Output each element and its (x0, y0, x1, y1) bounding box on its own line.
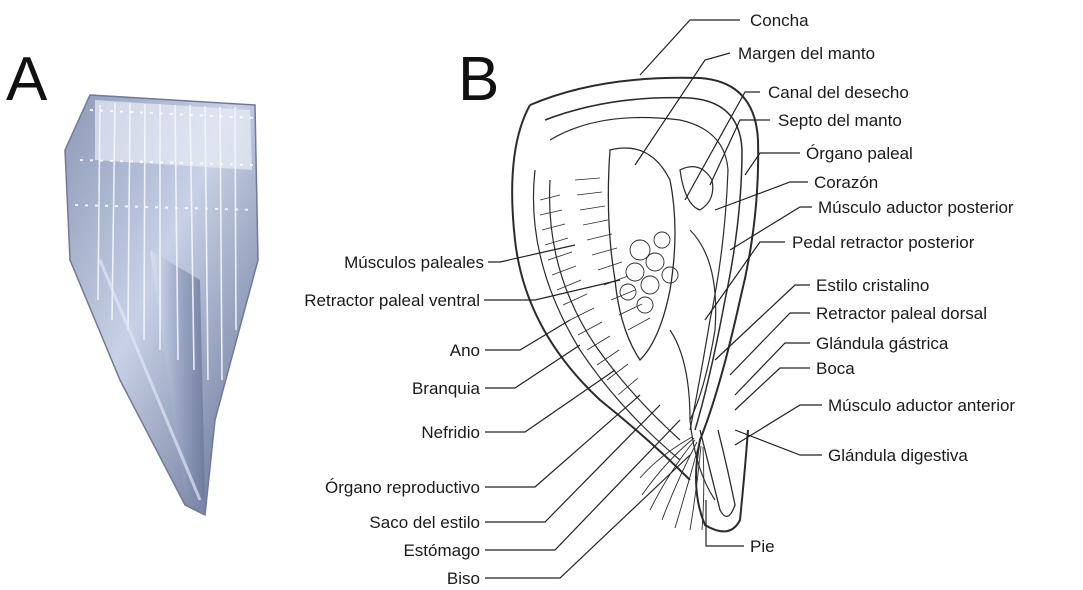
label-canal-desecho: Canal del desecho (768, 83, 909, 102)
label-pie: Pie (750, 537, 775, 556)
label-glandula-digestiva: Glándula digestiva (828, 446, 968, 465)
label-musculos-paleales: Músculos paleales (344, 253, 484, 272)
label-ano: Ano (450, 341, 480, 360)
label-pedal-retractor-posterior: Pedal retractor posterior (792, 233, 975, 252)
label-estilo-cristalino: Estilo cristalino (816, 276, 929, 295)
label-biso: Biso (447, 569, 480, 588)
label-estomago: Estómago (403, 541, 480, 560)
label-corazon: Corazón (814, 173, 878, 192)
mussel-shell-photo (65, 95, 258, 515)
label-musculo-aductor-posterior: Músculo aductor posterior (818, 198, 1014, 217)
label-margen-manto: Margen del manto (738, 44, 875, 63)
label-musculo-aductor-anterior: Músculo aductor anterior (828, 396, 1015, 415)
mussel-anatomy-drawing (512, 78, 758, 532)
label-organo-paleal: Órgano paleal (806, 144, 913, 163)
label-nefridio: Nefridio (421, 423, 480, 442)
label-retractor-paleal-dorsal: Retractor paleal dorsal (816, 304, 987, 323)
label-septo-manto: Septo del manto (778, 111, 902, 130)
panel-a-letter: A (6, 45, 48, 114)
label-branquia: Branquia (412, 379, 481, 398)
label-saco-estilo: Saco del estilo (369, 513, 480, 532)
label-concha: Concha (750, 11, 809, 30)
label-organo-reproductivo: Órgano reproductivo (325, 478, 480, 497)
label-boca: Boca (816, 359, 855, 378)
label-retractor-paleal-ventral: Retractor paleal ventral (304, 291, 480, 310)
panel-b-letter: B (458, 45, 499, 114)
label-glandula-gastrica: Glándula gástrica (816, 334, 949, 353)
